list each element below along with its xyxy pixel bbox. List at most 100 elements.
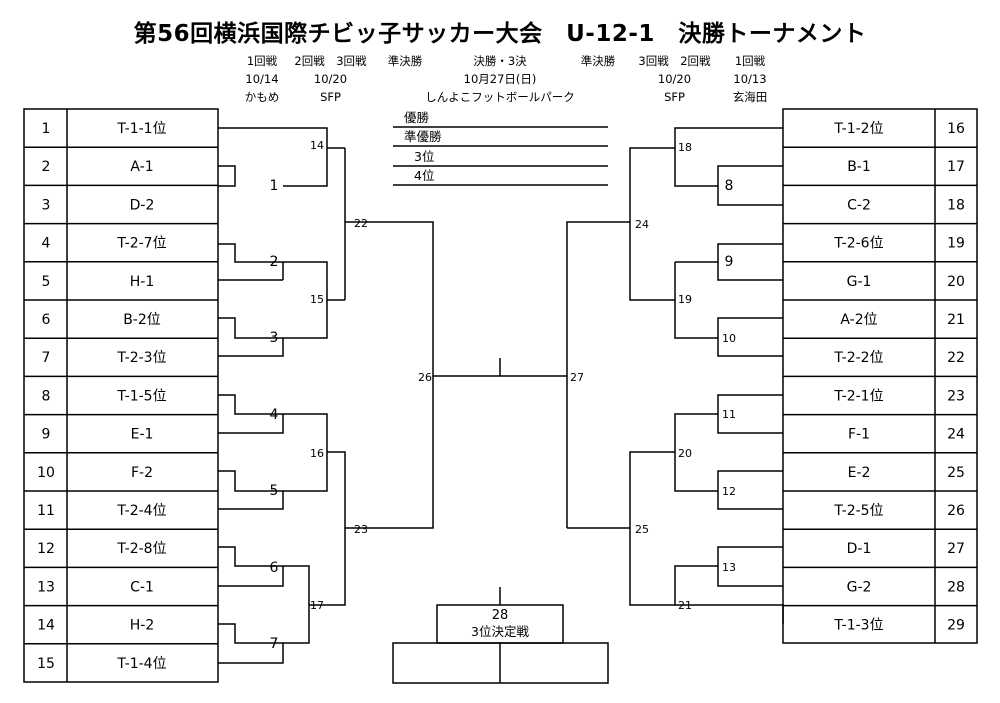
- left-team-name: F-2: [131, 465, 153, 481]
- match-number-22: 22: [354, 217, 368, 230]
- bracket-line-m4: [218, 394, 284, 434]
- bracket-line-m17-out: [309, 528, 346, 606]
- left-team-number: 8: [42, 388, 51, 404]
- left-team-number: 10: [37, 465, 55, 481]
- right-team-number: 21: [947, 312, 965, 328]
- match-number-13: 13: [722, 561, 736, 574]
- bracket-line-m9-bottom: [717, 262, 783, 281]
- right-team-name: B-1: [847, 159, 871, 175]
- left-team-name: D-2: [130, 197, 155, 213]
- left-team-name: H-2: [130, 618, 155, 634]
- left-team-number: 11: [37, 503, 55, 519]
- left-team-name: T-2-3位: [116, 350, 166, 366]
- left-team-number: 3: [42, 197, 51, 213]
- left-team-number: 4: [42, 236, 51, 252]
- bracket-line-m23-out: [345, 376, 434, 529]
- left-team-name: H-1: [130, 274, 155, 290]
- bracket-line-m15-top: [283, 261, 345, 301]
- bracket-line-m9-top: [675, 243, 783, 263]
- right-team-name: F-1: [848, 427, 870, 443]
- match-number-15: 15: [310, 293, 324, 306]
- left-team-number: 9: [42, 427, 51, 443]
- bracket-line-m8: [717, 165, 783, 206]
- bracket-line-m21: [674, 565, 784, 624]
- bracket-line-m16-out: [327, 451, 346, 528]
- match-number-12: 12: [722, 485, 736, 498]
- right-team-name: T-2-5位: [833, 503, 883, 519]
- right-team-name: E-2: [848, 465, 871, 481]
- match-number-5: 5: [270, 483, 279, 499]
- left-team-number: 13: [37, 579, 55, 595]
- left-team-name: E-1: [131, 427, 154, 443]
- left-team-number: 2: [42, 159, 51, 175]
- result-third: 3位: [414, 149, 434, 164]
- match-number-27: 27: [570, 371, 584, 384]
- match-number-6: 6: [270, 560, 279, 576]
- right-team-number: 18: [947, 197, 965, 213]
- bracket-line-m14: [218, 127, 328, 187]
- right-team-number: 29: [947, 618, 965, 634]
- left-team-number: 6: [42, 312, 51, 328]
- right-team-name: T-2-1位: [833, 388, 883, 404]
- header-right-semifinal: 準決勝: [580, 54, 616, 68]
- match-number-26: 26: [418, 371, 432, 384]
- match-number-25: 25: [635, 523, 649, 536]
- left-team-number: 1: [42, 121, 51, 137]
- result-fourth: 4位: [414, 168, 434, 183]
- bracket-line-m12: [717, 470, 783, 510]
- right-team-number: 26: [947, 503, 965, 519]
- right-team-number: 28: [947, 579, 965, 595]
- bracket-line-m24-out: [566, 221, 630, 528]
- right-team-name: D-1: [847, 541, 872, 557]
- match-number-3: 3: [270, 330, 279, 346]
- match-number-10: 10: [722, 332, 736, 345]
- left-team-number: 15: [37, 656, 55, 672]
- left-team-name: C-1: [130, 579, 154, 595]
- match-number-19: 19: [678, 293, 692, 306]
- match-number-9: 9: [725, 254, 734, 270]
- right-team-name: T-1-2位: [833, 121, 883, 137]
- match-number-7: 7: [270, 636, 279, 652]
- result-champion: 優勝: [404, 110, 430, 125]
- match-number-24: 24: [635, 218, 649, 231]
- match-number-1: 1: [270, 178, 279, 194]
- left-team-name: T-1-4位: [116, 656, 166, 672]
- third-place-number: 28: [492, 608, 509, 623]
- left-team-name: A-1: [130, 159, 153, 175]
- left-team-name: T-2-4位: [116, 503, 166, 519]
- right-team-number: 19: [947, 236, 965, 252]
- match-number-11: 11: [722, 408, 736, 421]
- bracket-line-m1: [218, 165, 236, 187]
- left-team-number: 5: [42, 274, 51, 290]
- bracket-line-m15-bottom: [283, 300, 328, 339]
- right-team-number: 27: [947, 541, 965, 557]
- bracket-line-m17: [283, 565, 310, 644]
- bracket-line-m24: [629, 147, 675, 301]
- bracket-line-m10: [717, 317, 783, 357]
- right-team-number: 24: [947, 427, 965, 443]
- left-team-name: T-2-8位: [116, 541, 166, 557]
- left-team-name: T-1-5位: [116, 388, 166, 404]
- right-team-number: 25: [947, 465, 965, 481]
- left-team-number: 7: [42, 350, 51, 366]
- result-runner-up: 準優勝: [404, 129, 442, 144]
- left-team-name: T-2-7位: [116, 236, 166, 252]
- match-number-2: 2: [270, 254, 279, 270]
- right-team-number: 16: [947, 121, 965, 137]
- third-place-label: 3位決定戦: [471, 624, 529, 639]
- match-number-8: 8: [725, 178, 734, 194]
- match-number-17: 17: [310, 599, 324, 612]
- right-team-name: G-1: [847, 274, 872, 290]
- bracket-line-m7: [218, 623, 284, 664]
- bracket-line-m5: [218, 470, 284, 510]
- right-team-number: 23: [947, 388, 965, 404]
- right-team-number: 17: [947, 159, 965, 175]
- match-number-23: 23: [354, 523, 368, 536]
- right-team-name: T-1-3位: [833, 618, 883, 634]
